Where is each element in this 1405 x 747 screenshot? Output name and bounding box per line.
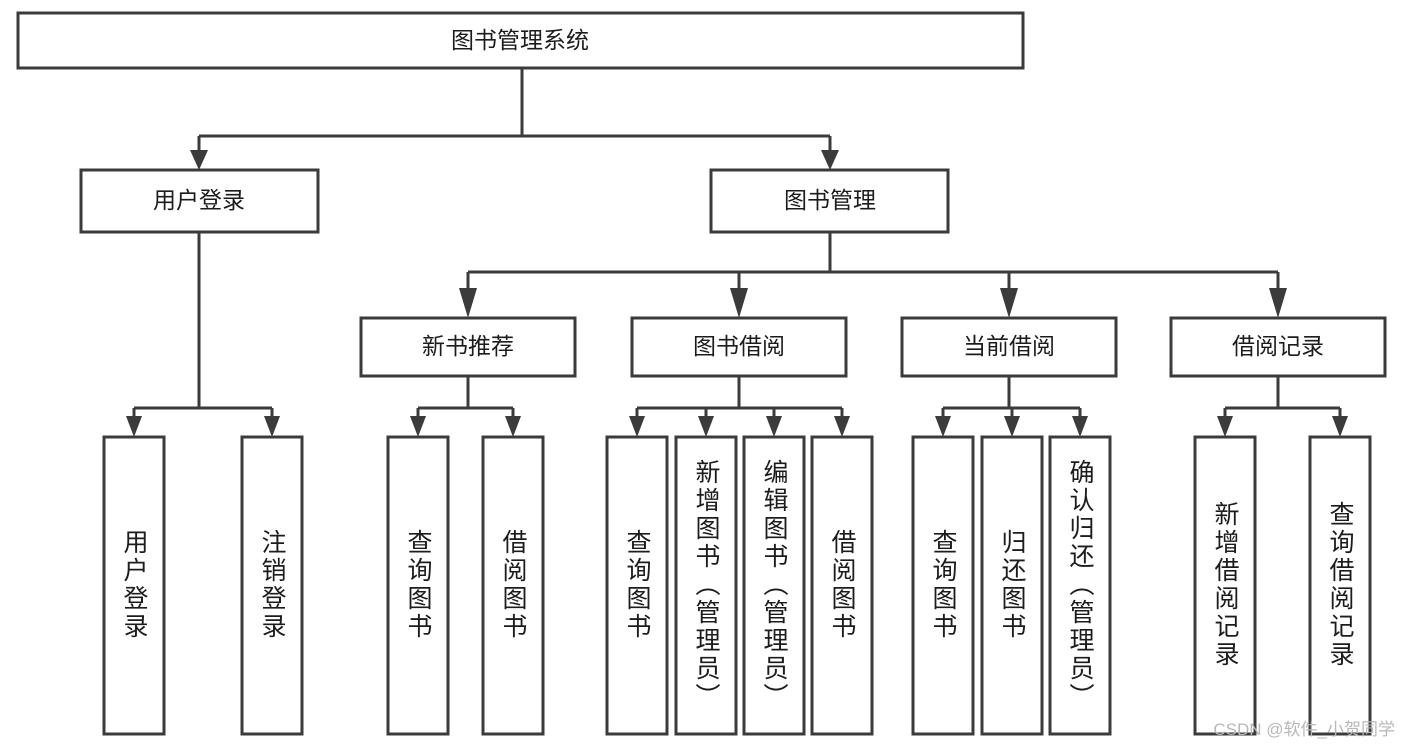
leaf-book-borrow-2-label: 新增图书（管理员） bbox=[692, 459, 721, 711]
arrow-head-leaf-user-login-2 bbox=[264, 416, 280, 437]
arrow-head-leaf-br-2 bbox=[1332, 416, 1348, 437]
leaf-user-login-2-label: 注销登录 bbox=[258, 529, 287, 641]
leaf-current-borrow-2-box[interactable] bbox=[980, 435, 1044, 736]
leaf-new-book-recommend-2[interactable]: 借阅图书 bbox=[481, 435, 545, 736]
node-root[interactable]: 图书管理系统 bbox=[16, 11, 1025, 70]
leaf-new-book-recommend-1-label: 查询图书 bbox=[404, 529, 433, 641]
leaf-new-book-recommend-2-box[interactable] bbox=[481, 435, 545, 736]
leaf-user-login-1[interactable]: 用户登录 bbox=[102, 435, 166, 736]
leaf-current-borrow-3-label: 确认归还（管理员） bbox=[1066, 459, 1095, 711]
node-new-book-recommend[interactable]: 新书推荐 bbox=[359, 316, 577, 378]
leaf-current-borrow-3[interactable]: 确认归还（管理员） bbox=[1048, 435, 1112, 736]
leaf-book-borrow-1-box[interactable] bbox=[605, 435, 669, 736]
leaf-current-borrow-2-label: 归还图书 bbox=[998, 529, 1027, 641]
connector-group-book-manage bbox=[459, 232, 1287, 318]
node-current-borrow[interactable]: 当前借阅 bbox=[900, 316, 1118, 378]
arrow-head-user-login bbox=[190, 150, 208, 170]
leaf-book-borrow-3-box[interactable] bbox=[742, 435, 806, 736]
arrow-head-leaf-nbr-2 bbox=[505, 416, 521, 437]
node-borrow-record-box[interactable] bbox=[1169, 316, 1387, 378]
arrow-head-current-borrow bbox=[1000, 288, 1018, 318]
arrow-head-borrow-record bbox=[1269, 288, 1287, 318]
leaf-book-borrow-1[interactable]: 查询图书 bbox=[605, 435, 669, 736]
leaf-user-login-2[interactable]: 注销登录 bbox=[240, 435, 304, 736]
arrow-head-leaf-bb-4 bbox=[834, 416, 850, 437]
leaf-user-login-1-box[interactable] bbox=[102, 435, 166, 736]
leaf-new-book-recommend-1[interactable]: 查询图书 bbox=[386, 435, 450, 736]
node-book-borrow-box[interactable] bbox=[630, 316, 848, 378]
leaf-book-borrow-4-label: 借阅图书 bbox=[828, 529, 857, 641]
arrow-head-book-borrow bbox=[730, 288, 748, 318]
leaf-borrow-record-1[interactable]: 新增借阅记录 bbox=[1193, 435, 1257, 736]
node-current-borrow-box[interactable] bbox=[900, 316, 1118, 378]
leaf-book-borrow-1-label: 查询图书 bbox=[623, 529, 652, 641]
leaf-new-book-recommend-1-box[interactable] bbox=[386, 435, 450, 736]
leaf-current-borrow-1-box[interactable] bbox=[911, 435, 975, 736]
leaf-new-book-recommend-2-label: 借阅图书 bbox=[499, 529, 528, 641]
arrow-head-leaf-br-1 bbox=[1217, 416, 1233, 437]
arrow-head-leaf-user-login-1 bbox=[126, 416, 142, 437]
arrow-head-leaf-bb-3 bbox=[766, 416, 782, 437]
node-user-login-label: 用户登录 bbox=[153, 187, 245, 213]
leaf-borrow-record-2-box[interactable] bbox=[1308, 435, 1372, 736]
node-user-login-box[interactable] bbox=[79, 168, 320, 234]
leaf-borrow-record-1-label: 新增借阅记录 bbox=[1211, 501, 1240, 669]
leaf-borrow-record-1-box[interactable] bbox=[1193, 435, 1257, 736]
node-borrow-record[interactable]: 借阅记录 bbox=[1169, 316, 1387, 378]
leaf-current-borrow-1[interactable]: 查询图书 bbox=[911, 435, 975, 736]
arrow-head-leaf-nbr-1 bbox=[410, 416, 426, 437]
leaf-current-borrow-3-box[interactable] bbox=[1048, 435, 1112, 736]
node-borrow-record-label: 借阅记录 bbox=[1232, 333, 1324, 359]
leaf-current-borrow-1-label: 查询图书 bbox=[929, 529, 958, 641]
arrow-head-leaf-cb-1 bbox=[935, 416, 951, 437]
leaf-user-login-1-label: 用户登录 bbox=[120, 529, 149, 641]
connector-group-borrow-record bbox=[1217, 376, 1348, 437]
node-current-borrow-label: 当前借阅 bbox=[963, 333, 1055, 359]
connector-group-user-login bbox=[126, 232, 280, 437]
connector-group-root bbox=[190, 68, 839, 170]
node-book-manage-label: 图书管理 bbox=[784, 187, 876, 213]
node-book-borrow-label: 图书借阅 bbox=[693, 333, 785, 359]
node-root-box[interactable] bbox=[16, 11, 1025, 70]
arrow-head-book-manage bbox=[821, 150, 839, 170]
arrow-head-leaf-bb-1 bbox=[629, 416, 645, 437]
arrow-head-leaf-bb-2 bbox=[698, 416, 714, 437]
leaf-borrow-record-2[interactable]: 查询借阅记录 bbox=[1308, 435, 1372, 736]
node-book-borrow[interactable]: 图书借阅 bbox=[630, 316, 848, 378]
arrow-head-leaf-cb-3 bbox=[1072, 416, 1088, 437]
node-user-login[interactable]: 用户登录 bbox=[79, 168, 320, 234]
leaf-book-borrow-4[interactable]: 借阅图书 bbox=[810, 435, 874, 736]
node-new-book-recommend-box[interactable] bbox=[359, 316, 577, 378]
connector-group-book-borrow bbox=[629, 376, 850, 437]
leaf-borrow-record-2-label: 查询借阅记录 bbox=[1326, 501, 1355, 669]
node-book-manage[interactable]: 图书管理 bbox=[709, 168, 950, 234]
leaf-book-borrow-2-box[interactable] bbox=[674, 435, 738, 736]
leaf-book-borrow-2[interactable]: 新增图书（管理员） bbox=[674, 435, 738, 736]
leaf-current-borrow-2[interactable]: 归还图书 bbox=[980, 435, 1044, 736]
connector-group-current-borrow bbox=[935, 376, 1088, 437]
leaf-user-login-2-box[interactable] bbox=[240, 435, 304, 736]
node-new-book-recommend-label: 新书推荐 bbox=[422, 333, 514, 359]
connector-group-new-book-recommend bbox=[410, 376, 521, 437]
arrow-head-new-book-recommend bbox=[459, 288, 477, 318]
arrow-head-leaf-cb-2 bbox=[1004, 416, 1020, 437]
node-book-manage-box[interactable] bbox=[709, 168, 950, 234]
node-root-label: 图书管理系统 bbox=[451, 27, 589, 53]
leaf-book-borrow-4-box[interactable] bbox=[810, 435, 874, 736]
leaf-book-borrow-3-label: 编辑图书（管理员） bbox=[760, 459, 789, 711]
leaf-book-borrow-3[interactable]: 编辑图书（管理员） bbox=[742, 435, 806, 736]
